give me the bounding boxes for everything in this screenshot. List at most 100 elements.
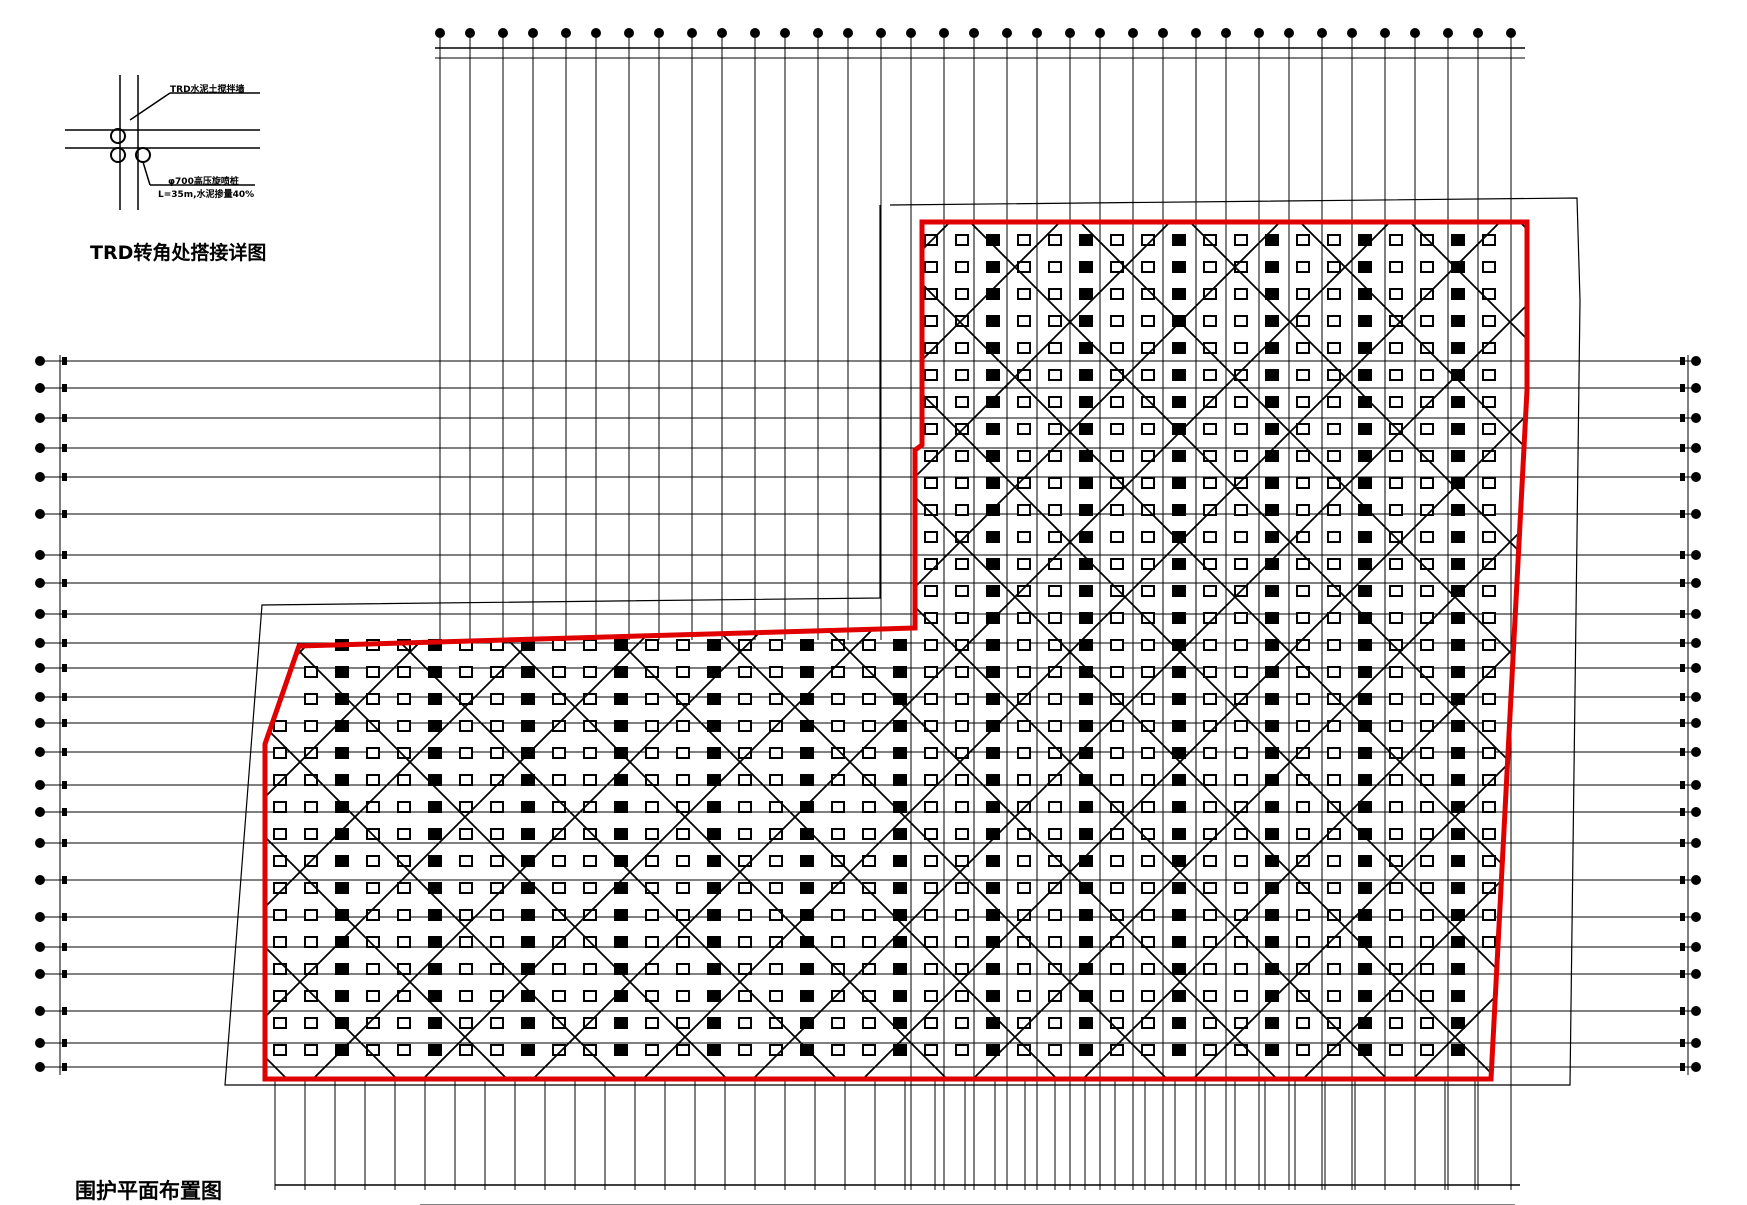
column xyxy=(924,774,938,786)
column xyxy=(1420,774,1434,786)
column xyxy=(831,801,845,813)
column xyxy=(1048,288,1062,300)
column xyxy=(707,774,721,786)
column xyxy=(831,1017,845,1029)
axis-bubble xyxy=(687,28,697,38)
column xyxy=(335,963,349,975)
column xyxy=(1420,747,1434,759)
column xyxy=(583,855,597,867)
column xyxy=(552,1044,566,1056)
column xyxy=(645,1044,659,1056)
column xyxy=(366,693,380,705)
axis-bubble xyxy=(1032,28,1042,38)
column xyxy=(521,990,535,1002)
column xyxy=(273,855,287,867)
axis-tag xyxy=(1680,943,1685,951)
leader-line xyxy=(142,161,151,186)
column xyxy=(1203,963,1217,975)
column xyxy=(924,828,938,840)
column xyxy=(800,990,814,1002)
column xyxy=(1017,585,1031,597)
column xyxy=(862,747,876,759)
column xyxy=(1110,882,1124,894)
column xyxy=(304,828,318,840)
column xyxy=(335,666,349,678)
column xyxy=(1017,909,1031,921)
column xyxy=(583,828,597,840)
axis-bubble xyxy=(1691,807,1701,817)
column xyxy=(490,1044,504,1056)
column xyxy=(1079,1017,1093,1029)
axis-bubble xyxy=(1158,28,1168,38)
column xyxy=(1420,639,1434,651)
column xyxy=(1389,369,1403,381)
column xyxy=(459,1017,473,1029)
offset-line xyxy=(224,197,1581,1086)
column xyxy=(1110,612,1124,624)
column xyxy=(1327,774,1341,786)
column xyxy=(1327,261,1341,273)
axis-bubble xyxy=(35,718,45,728)
axis-tag xyxy=(1680,781,1685,789)
column xyxy=(1172,963,1186,975)
column xyxy=(986,855,1000,867)
column xyxy=(1327,531,1341,543)
column xyxy=(335,990,349,1002)
axis-bubble xyxy=(654,28,664,38)
column xyxy=(490,909,504,921)
axis-bubble xyxy=(1691,578,1701,588)
column xyxy=(893,666,907,678)
column xyxy=(1389,828,1403,840)
column xyxy=(924,423,938,435)
column xyxy=(645,693,659,705)
column xyxy=(1203,369,1217,381)
column xyxy=(521,828,535,840)
axis-bubble xyxy=(1691,609,1701,619)
axis-bubble xyxy=(35,875,45,885)
detail-label-pile: φ700高压旋喷桩 xyxy=(168,177,239,187)
column xyxy=(1048,1044,1062,1056)
column xyxy=(552,801,566,813)
column xyxy=(924,963,938,975)
column xyxy=(1451,450,1465,462)
column xyxy=(1389,612,1403,624)
column xyxy=(738,666,752,678)
column xyxy=(862,828,876,840)
column xyxy=(1327,369,1341,381)
column xyxy=(459,801,473,813)
column xyxy=(1110,396,1124,408)
axis-bubble xyxy=(843,28,853,38)
column xyxy=(707,666,721,678)
axis-bubble xyxy=(35,838,45,848)
column xyxy=(1420,261,1434,273)
column xyxy=(428,936,442,948)
column xyxy=(924,1044,938,1056)
detail-label-pile-spec: L=35m,水泥掺量40% xyxy=(158,190,255,200)
column xyxy=(738,774,752,786)
diagonal-brace xyxy=(419,222,1281,1079)
column xyxy=(1234,531,1248,543)
column xyxy=(1451,531,1465,543)
column xyxy=(397,747,411,759)
column xyxy=(1234,396,1248,408)
column xyxy=(1327,450,1341,462)
column xyxy=(1389,558,1403,570)
column xyxy=(738,990,752,1002)
axis-bubble xyxy=(35,472,45,482)
column xyxy=(1079,504,1093,516)
column xyxy=(1482,936,1496,948)
column xyxy=(707,801,721,813)
column xyxy=(1327,882,1341,894)
axis-bubble xyxy=(1347,28,1357,38)
axis-bubble xyxy=(561,28,571,38)
column xyxy=(645,720,659,732)
column xyxy=(1172,909,1186,921)
column xyxy=(521,720,535,732)
column xyxy=(769,666,783,678)
column xyxy=(1482,531,1496,543)
column xyxy=(1234,342,1248,354)
column xyxy=(1172,450,1186,462)
column xyxy=(335,936,349,948)
column xyxy=(428,828,442,840)
